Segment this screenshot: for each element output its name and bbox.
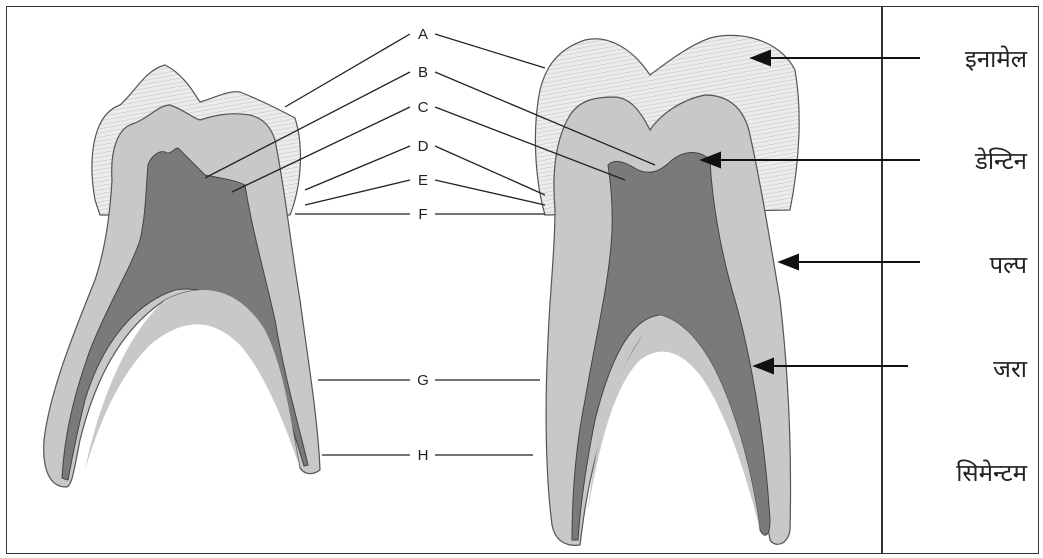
letter-f: F xyxy=(418,206,427,223)
leader-d-right xyxy=(435,146,545,195)
letter-d: D xyxy=(418,138,429,155)
arrow-pulp-head xyxy=(780,255,798,269)
label-enamel: इनामेल xyxy=(965,42,1027,75)
label-jara: जरा xyxy=(993,352,1027,385)
left-molar xyxy=(44,65,320,487)
right-tooth xyxy=(535,35,799,545)
letter-e: E xyxy=(418,172,428,189)
leader-e-right xyxy=(435,180,545,205)
label-dentin: डेन्टिन xyxy=(975,144,1027,177)
letter-g: G xyxy=(417,372,429,389)
leader-a-left xyxy=(285,34,410,107)
leader-a-right xyxy=(435,34,545,68)
label-pulp: पल्प xyxy=(989,248,1027,281)
label-cementum: सिमेन्टम xyxy=(956,456,1027,489)
letter-a: A xyxy=(418,26,428,43)
letter-b: B xyxy=(418,64,428,81)
letter-labels: A B C D E F G H xyxy=(417,26,429,464)
letter-h: H xyxy=(418,447,429,464)
letter-c: C xyxy=(418,99,429,116)
